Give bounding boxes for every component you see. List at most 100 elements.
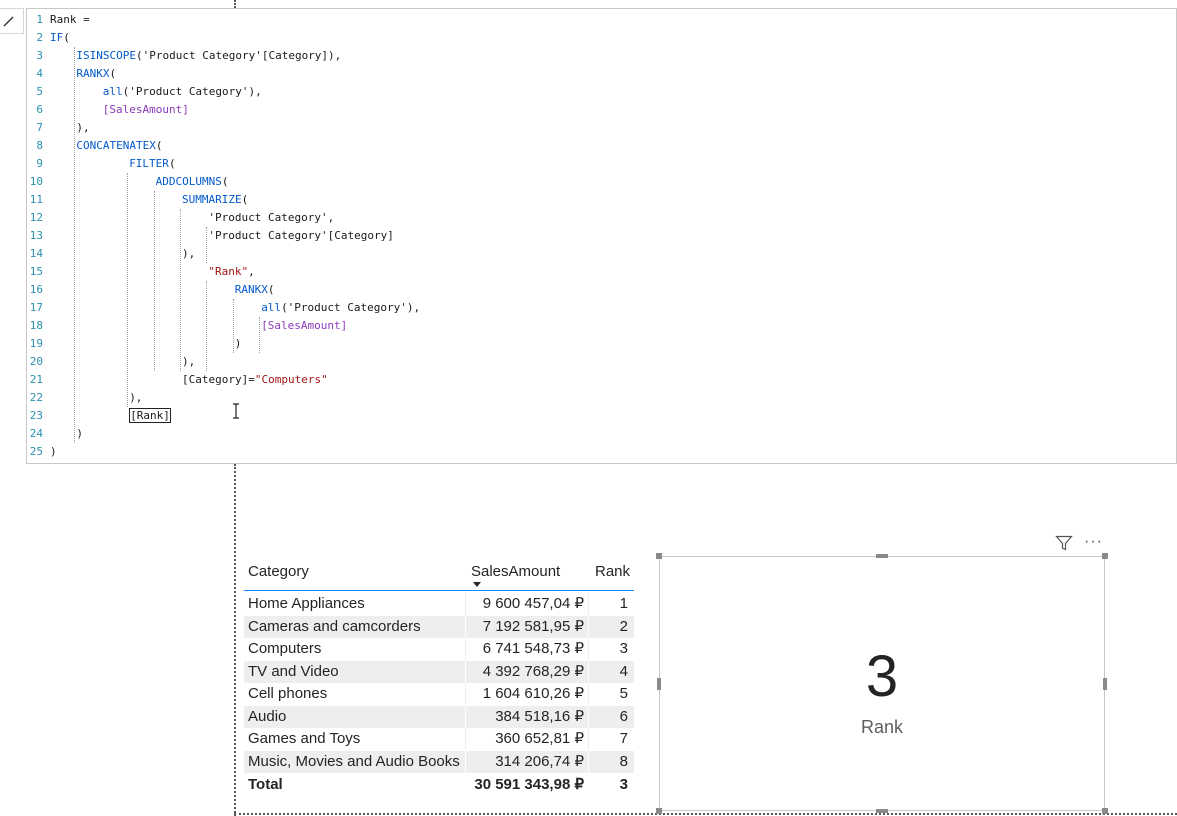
resize-handle[interactable]: [656, 553, 662, 559]
code-text[interactable]: ISINSCOPE('Product Category'[Category]),: [76, 47, 341, 65]
code-text[interactable]: "Rank",: [208, 263, 254, 281]
table-row[interactable]: Cell phones 1 604 610,26 ₽ 5: [244, 683, 634, 706]
code-line[interactable]: 14),: [27, 245, 1176, 263]
code-text[interactable]: ),: [76, 119, 89, 137]
code-line[interactable]: 24): [27, 425, 1176, 443]
cell-category: Home Appliances: [248, 595, 365, 612]
code-text[interactable]: RANKX(: [76, 65, 116, 83]
code-text[interactable]: 'Product Category',: [208, 209, 334, 227]
code-line[interactable]: 22),: [27, 389, 1176, 407]
code-text[interactable]: ): [235, 335, 242, 353]
code-line[interactable]: 7),: [27, 119, 1176, 137]
cell-category: Cell phones: [248, 685, 328, 702]
column-separator: [465, 638, 466, 661]
line-number: 22: [29, 391, 43, 404]
code-text[interactable]: IF(: [50, 29, 70, 47]
canvas-border-left: [234, 464, 236, 816]
code-token: [Category]=: [182, 373, 255, 386]
rank-card-visual[interactable]: 3 Rank: [659, 556, 1105, 811]
cell-salesamount: 384 518,16 ₽: [495, 707, 584, 725]
code-text[interactable]: Rank =: [50, 11, 90, 29]
code-line[interactable]: 15"Rank",: [27, 263, 1176, 281]
code-text[interactable]: [Rank]: [129, 407, 171, 425]
line-number: 4: [36, 67, 43, 80]
resize-handle[interactable]: [1102, 808, 1108, 814]
resize-handle[interactable]: [876, 554, 888, 558]
cell-rank: 5: [619, 685, 628, 702]
more-options-icon[interactable]: ···: [1084, 533, 1103, 550]
code-token: Rank =: [50, 13, 90, 26]
card-label: Rank: [860, 717, 904, 737]
code-text[interactable]: [SalesAmount]: [103, 101, 189, 119]
code-line[interactable]: 18[SalesAmount]: [27, 317, 1176, 335]
code-text[interactable]: ADDCOLUMNS(: [156, 173, 229, 191]
cell-rank: 6: [619, 707, 628, 725]
code-line[interactable]: 21[Category]="Computers": [27, 371, 1176, 389]
cell-salesamount: 1 604 610,26 ₽: [482, 685, 584, 702]
code-text[interactable]: ),: [182, 353, 195, 371]
code-text[interactable]: ),: [129, 389, 142, 407]
code-line[interactable]: 12 'Product Category',: [27, 209, 1176, 227]
filter-icon[interactable]: [1055, 535, 1073, 556]
line-number: 8: [36, 139, 43, 152]
column-header-category[interactable]: Category: [248, 563, 309, 580]
resize-handle[interactable]: [1103, 677, 1107, 690]
code-text[interactable]: RANKX(: [235, 281, 275, 299]
code-token: ('Product Category'),: [122, 85, 262, 98]
code-line[interactable]: 8 CONCATENATEX(: [27, 137, 1176, 155]
code-line[interactable]: 3 ISINSCOPE('Product Category'[Category])…: [27, 47, 1176, 65]
code-line[interactable]: 23[Rank]: [27, 407, 1176, 425]
code-line[interactable]: 6[SalesAmount]: [27, 101, 1176, 119]
code-text[interactable]: [Category]="Computers": [182, 371, 328, 389]
total-label: Total: [248, 776, 283, 793]
code-text[interactable]: ),: [182, 245, 195, 263]
code-token: all: [261, 301, 282, 314]
code-text[interactable]: all('Product Category'),: [103, 83, 262, 101]
code-text[interactable]: FILTER(: [129, 155, 175, 173]
total-sales: 30 591 343,98 ₽: [474, 776, 584, 793]
code-line[interactable]: 25): [27, 443, 1176, 461]
column-header-salesamount[interactable]: SalesAmount: [471, 563, 561, 580]
code-line[interactable]: 13'Product Category'[Category]: [27, 227, 1176, 245]
code-token: ): [50, 445, 57, 458]
line-number: 7: [36, 121, 43, 134]
formula-pencil-icon[interactable]: [0, 8, 24, 34]
code-text[interactable]: ): [76, 425, 83, 443]
code-line[interactable]: 4 RANKX(: [27, 65, 1176, 83]
code-text[interactable]: CONCATENATEX(: [76, 137, 162, 155]
resize-handle[interactable]: [657, 677, 661, 690]
code-text[interactable]: [SalesAmount]: [261, 317, 347, 335]
code-line[interactable]: 19): [27, 335, 1176, 353]
code-token: "Computers": [254, 373, 328, 386]
column-header-rank[interactable]: Rank: [595, 563, 631, 580]
code-line[interactable]: 20),: [27, 353, 1176, 371]
resize-handle[interactable]: [1102, 553, 1108, 559]
indent-guide: [153, 191, 155, 371]
resize-handle[interactable]: [656, 808, 662, 814]
cell-category: Games and Toys: [248, 730, 361, 747]
resize-handle[interactable]: [876, 809, 888, 813]
code-text[interactable]: SUMMARIZE(: [182, 191, 248, 209]
line-number: 3: [36, 49, 43, 62]
line-number: 12: [29, 211, 43, 224]
code-text[interactable]: ): [50, 443, 57, 461]
code-text[interactable]: 'Product Category'[Category]: [208, 227, 393, 245]
code-text[interactable]: all('Product Category'),: [261, 299, 420, 317]
code-token: ('Product Category'[Category]),: [136, 49, 342, 62]
